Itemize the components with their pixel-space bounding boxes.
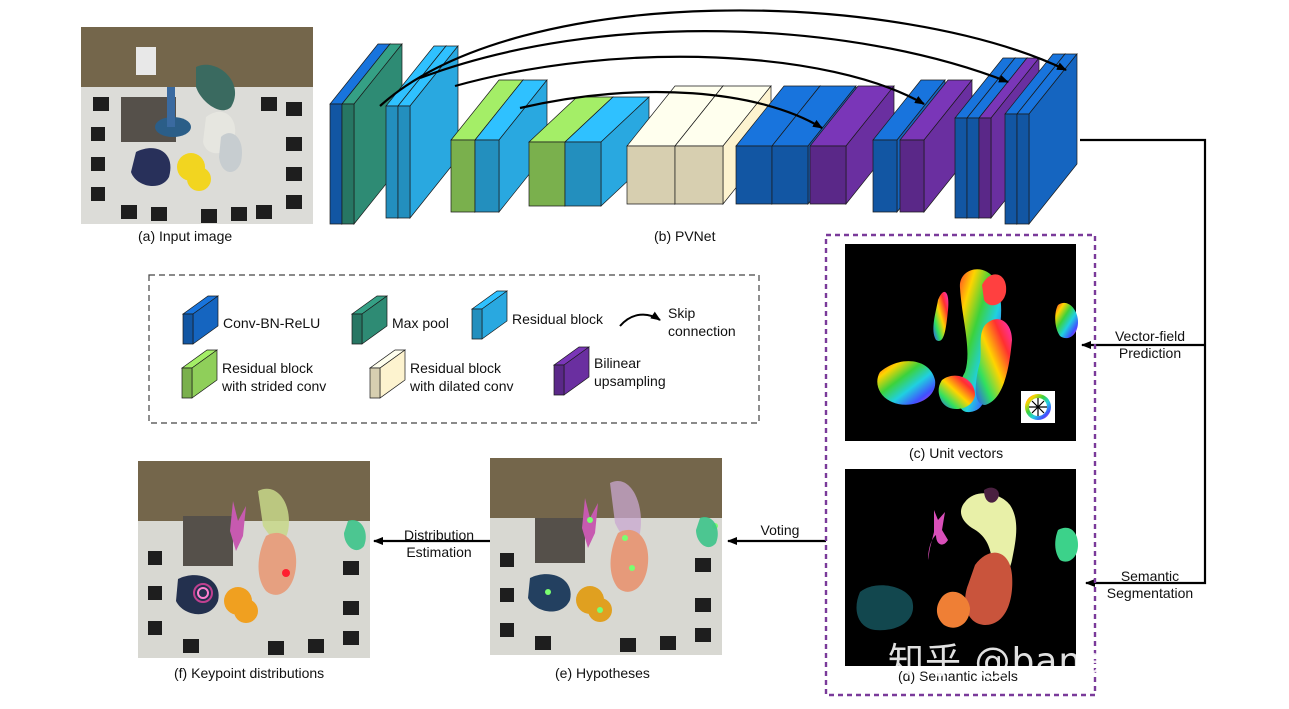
distribution-estimation-label: Distribution Estimation [392, 527, 486, 561]
distribution-estimation-line2: Estimation [406, 544, 472, 560]
input-image [81, 27, 313, 224]
legend-upsample-line2: upsampling [594, 373, 666, 389]
legend-skip-line2: connection [668, 323, 736, 339]
legend-maxpool-swatch [350, 295, 389, 345]
network-blocks [329, 43, 1078, 225]
legend-residual-label: Residual block [512, 311, 604, 327]
caption-unit-vectors: (c) Unit vectors [909, 445, 1004, 461]
legend-upsample-label: Bilinear upsampling [594, 354, 666, 390]
vector-field-line2: Prediction [1118, 345, 1182, 361]
legend-residual-swatch [470, 290, 509, 340]
output-connector [1080, 138, 1207, 587]
vector-field-line1: Vector-field [1114, 328, 1186, 344]
semantic-segmentation-line2: Segmentation [1106, 585, 1194, 601]
semantic-segmentation-line1: Semantic [1120, 568, 1180, 584]
keypoint-distributions-image [138, 461, 370, 658]
legend-skip-arrow [619, 311, 661, 327]
skip-connections [379, 9, 1067, 129]
legend-strided-label: Residual block with strided conv [222, 359, 326, 395]
legend-strided-line1: Residual block [222, 360, 314, 376]
legend-strided-line2: with strided conv [222, 378, 327, 394]
input-image-scene [81, 27, 313, 224]
legend-maxpool-label: Max pool [392, 315, 449, 331]
legend-dilated-label: Residual block with dilated conv [410, 359, 514, 395]
legend-dilated-line1: Residual block [410, 360, 502, 376]
distribution-estimation-line1: Distribution [403, 527, 475, 543]
hypotheses-scene [490, 458, 722, 655]
legend-conv-label: Conv-BN-ReLU [223, 315, 321, 331]
legend-swatches [180, 290, 591, 399]
keypoint-distributions-scene [138, 461, 370, 658]
semantic-segmentation-label: Semantic Segmentation [1098, 568, 1202, 602]
caption-input-image: (a) Input image [138, 228, 233, 244]
caption-pvnet: (b) PVNet [654, 228, 716, 244]
legend-upsample-line1: Bilinear [594, 355, 641, 371]
legend-strided-swatch [180, 349, 219, 399]
upsample-block [809, 85, 895, 205]
voting-label: Voting [760, 522, 800, 538]
semantic-labels-shapes [856, 487, 1078, 631]
watermark: 知乎 @banana16314 [888, 641, 1272, 682]
output-panel-frame [824, 233, 1097, 697]
legend-skip-label: Skip connection [668, 304, 736, 340]
semantic-labels-panel [845, 469, 1076, 666]
hypotheses-image [490, 458, 722, 655]
legend-upsample-swatch [552, 346, 591, 396]
legend-dilated-line2: with dilated conv [410, 378, 514, 394]
legend-conv-swatch [181, 295, 220, 345]
legend-skip-line1: Skip [668, 305, 696, 321]
legend-frame [148, 274, 760, 424]
caption-hypotheses: (e) Hypotheses [555, 665, 650, 681]
legend-dilated-swatch [368, 349, 407, 399]
caption-semantic-labels: (d) Semantic labels [898, 668, 1018, 684]
vector-field-label: Vector-field Prediction [1104, 328, 1196, 362]
residual-block [564, 96, 650, 207]
unit-vectors-shapes [877, 269, 1078, 423]
caption-keypoint-distributions: (f) Keypoint distributions [174, 665, 325, 681]
